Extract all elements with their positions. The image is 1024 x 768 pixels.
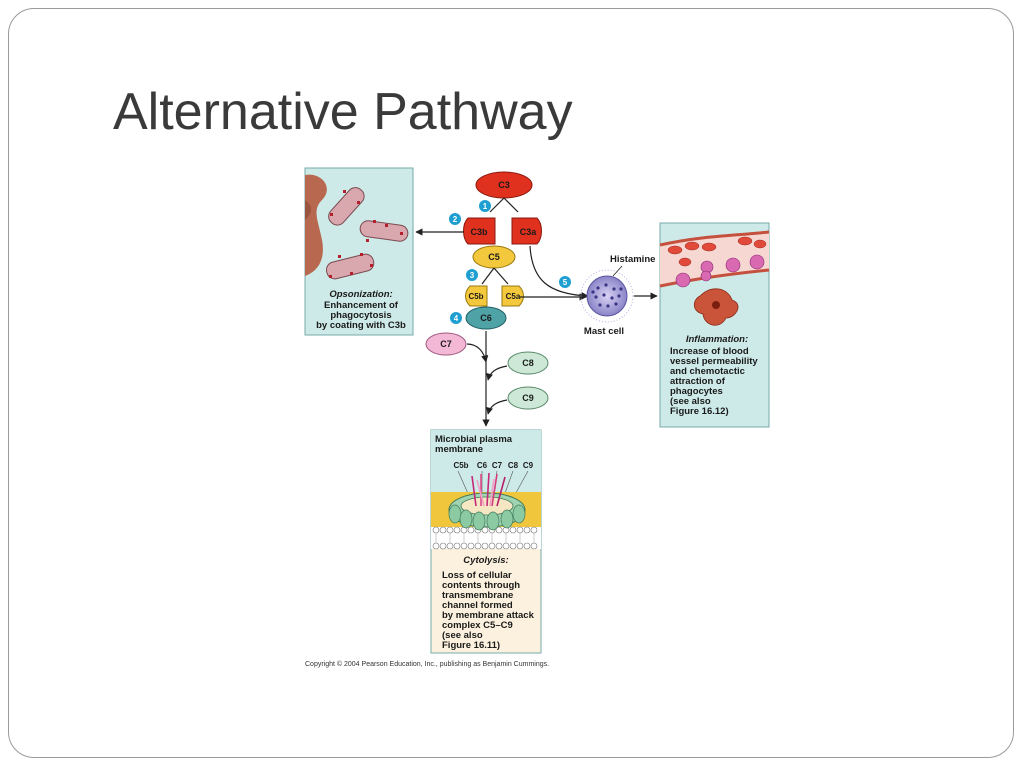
c5b-molecule xyxy=(465,285,488,307)
c6-molecule xyxy=(465,306,507,330)
c3-cleavage: C3 1 C3b C3a 2 xyxy=(415,171,542,245)
slide-title: Alternative Pathway xyxy=(113,83,573,141)
step-4-label: 4 xyxy=(454,314,459,323)
cytolysis-line: Loss of cellular xyxy=(442,570,512,581)
opsonization-line: by coating with C3b xyxy=(316,320,406,331)
c9-molecule xyxy=(507,386,549,410)
step-5-label: 5 xyxy=(563,278,568,287)
mac-label-c7: C7 xyxy=(492,461,503,470)
mac-assembly: C7 C8 C9 xyxy=(425,331,549,427)
mast-cell-label: Mast cell xyxy=(584,326,624,337)
c6-step: C6 4 xyxy=(450,306,507,330)
cytolysis-line: complex C5–C9 xyxy=(442,620,513,631)
phagocyte-illustration xyxy=(305,174,409,280)
c3a-molecule xyxy=(511,217,542,245)
step-2-label: 2 xyxy=(453,215,458,224)
c3a-label: C3a xyxy=(520,227,538,237)
inflammation-line: phagocytes xyxy=(670,386,723,397)
c5a-label: C5a xyxy=(506,292,521,301)
c9-label: C9 xyxy=(522,393,534,403)
mac-label-c8: C8 xyxy=(508,461,519,470)
step-1-icon xyxy=(479,200,491,212)
membrane-label-area xyxy=(431,430,541,492)
c8-molecule xyxy=(507,351,549,375)
c6-label: C6 xyxy=(480,313,492,323)
inflammation-line: (see also xyxy=(670,396,711,407)
step-4-icon xyxy=(450,312,462,324)
cytolysis-line: (see also xyxy=(442,630,483,641)
cytolysis-line: by membrane attack xyxy=(442,610,535,621)
cytolysis-line: channel formed xyxy=(442,600,513,611)
step-5-icon xyxy=(559,276,571,288)
opsonization-line: Enhancement of xyxy=(324,300,399,311)
c3b-molecule xyxy=(463,217,496,245)
inflammation-heading: Inflammation: xyxy=(686,334,748,345)
step-1-label: 1 xyxy=(483,202,488,211)
step-3-icon xyxy=(466,269,478,281)
c7-label: C7 xyxy=(440,339,452,349)
histamine-label: Histamine xyxy=(610,254,655,265)
step-3-label: 3 xyxy=(470,271,475,280)
mac-label-c6: C6 xyxy=(477,461,488,470)
membrane-line: Microbial plasma xyxy=(435,434,513,445)
inflammation-panel: Inflammation: Increase of blood vessel p… xyxy=(659,222,770,428)
mast-cell xyxy=(580,265,634,323)
c7-molecule xyxy=(425,332,467,356)
copyright-notice: Copyright © 2004 Pearson Education, Inc.… xyxy=(305,660,549,668)
inflammation-line: vessel permeability xyxy=(670,356,758,367)
cytolysis-line: transmembrane xyxy=(442,590,513,601)
cytolysis-line: contents through xyxy=(442,580,520,591)
cytolysis-line: Figure 16.11) xyxy=(442,640,500,651)
inflammation-line: Increase of blood xyxy=(670,346,749,357)
c3b-label: C3b xyxy=(470,227,488,237)
membrane-line: membrane xyxy=(435,444,483,455)
opsonization-heading: Opsonization: xyxy=(329,289,392,300)
inflammation-line: Figure 16.12) xyxy=(670,406,729,417)
membrane-attack-complex xyxy=(448,472,526,531)
cytolysis-heading: Cytolysis: xyxy=(463,555,508,566)
opsonization-panel: Opsonization: Enhancement of phagocytosi… xyxy=(304,167,414,336)
c3-label: C3 xyxy=(498,180,510,190)
c5-cleavage: C5 3 C5b C5a xyxy=(465,245,524,307)
c5b-label: C5b xyxy=(468,292,483,301)
c5-label: C5 xyxy=(488,252,500,262)
inflammation-line: and chemotactic xyxy=(670,366,745,377)
blood-vessel-illustration xyxy=(659,230,770,326)
cytolysis-panel: Microbial plasma membrane C5b C6 C7 C8 C… xyxy=(430,429,542,654)
opsonization-line: phagocytosis xyxy=(330,310,391,321)
c8-label: C8 xyxy=(522,358,534,368)
inflammation-line: attraction of xyxy=(670,376,726,387)
step-2-icon xyxy=(449,213,461,225)
mac-label-c5b: C5b xyxy=(453,461,468,470)
mac-label-c9: C9 xyxy=(523,461,534,470)
